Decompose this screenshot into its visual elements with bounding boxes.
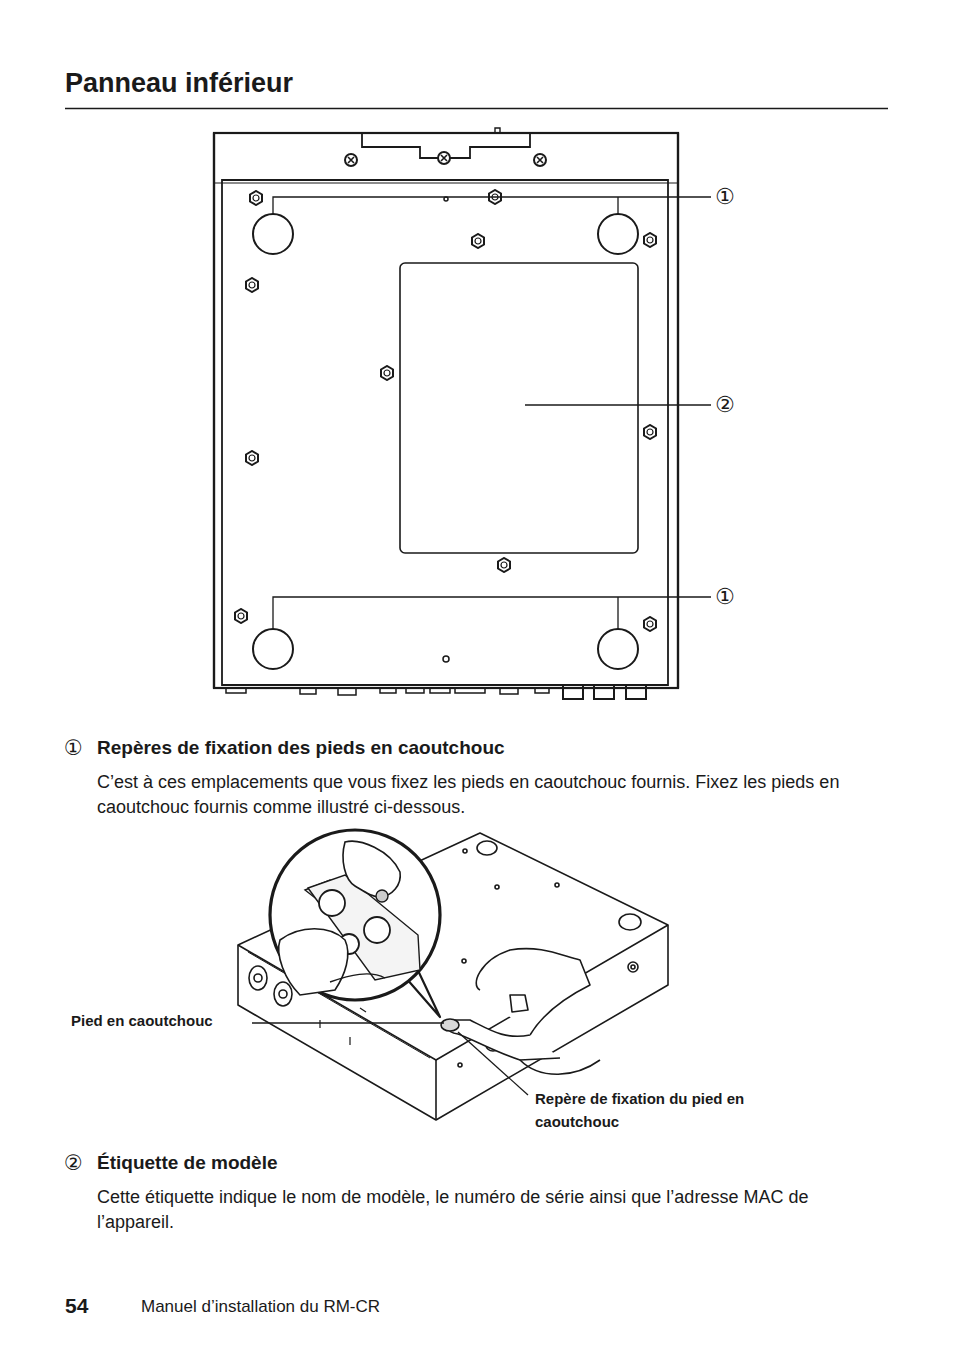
zoom-detail bbox=[270, 830, 440, 1017]
callout-number: ① bbox=[715, 184, 735, 209]
section-number: ② bbox=[64, 1151, 83, 1175]
bottom-panel bbox=[214, 128, 678, 699]
foot-mark bbox=[253, 629, 293, 669]
section-heading: Étiquette de modèle bbox=[97, 1152, 278, 1174]
foot-mark bbox=[598, 214, 638, 254]
callout-number: ① bbox=[715, 584, 735, 609]
section-heading: Repères de fixation des pieds en caoutch… bbox=[97, 737, 505, 759]
part-label: Repère de fixation du pied en caoutchouc bbox=[535, 1087, 785, 1133]
title-rule bbox=[65, 108, 888, 110]
footer-text: Manuel d’installation du RM-CR bbox=[141, 1297, 380, 1317]
body-text: C’est à ces emplacements que vous fixez … bbox=[97, 770, 887, 820]
body-text: Cette étiquette indique le nom de modèle… bbox=[97, 1185, 887, 1235]
foot-mark bbox=[598, 629, 638, 669]
section-number: ① bbox=[64, 736, 83, 760]
leader-lines bbox=[252, 1023, 528, 1095]
leader-lines bbox=[273, 197, 711, 629]
model-label bbox=[400, 263, 638, 553]
part-label: Pied en caoutchouc bbox=[71, 1012, 213, 1029]
foot-mark bbox=[253, 214, 293, 254]
screw-holes bbox=[235, 152, 656, 631]
callout-number: ② bbox=[715, 392, 735, 417]
page-number: 54 bbox=[65, 1294, 88, 1318]
page-title: Panneau inférieur bbox=[65, 68, 293, 99]
